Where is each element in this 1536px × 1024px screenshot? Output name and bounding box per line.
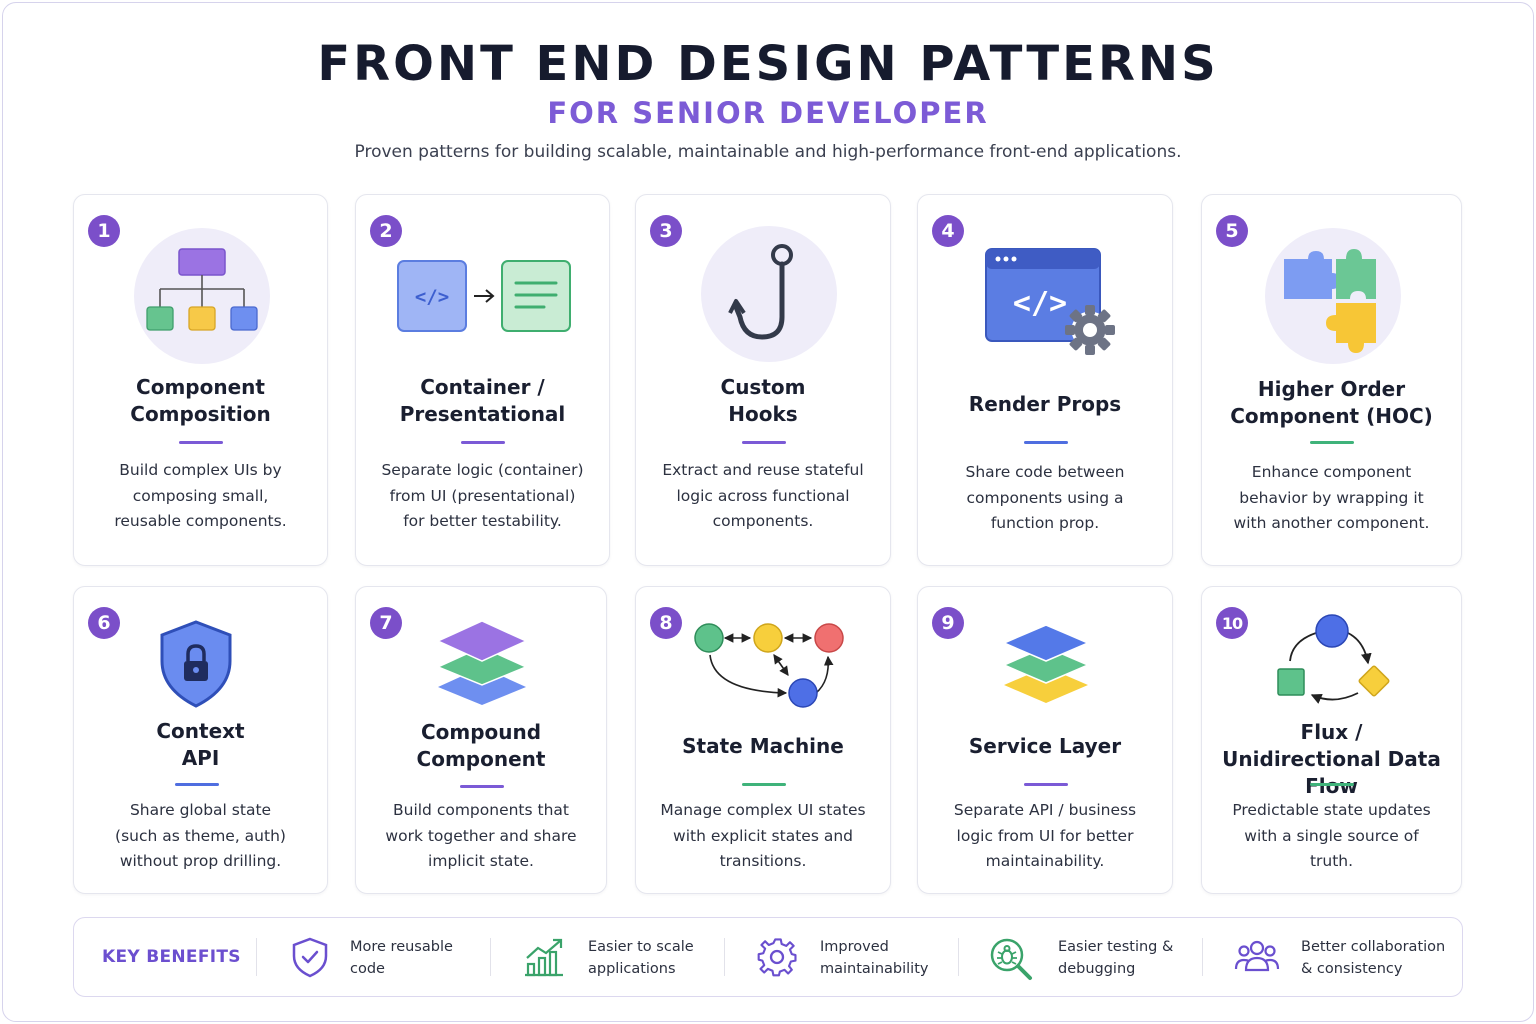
key-benefits-label: KEY BENEFITS	[102, 947, 241, 967]
benefit-text: More reusable code	[350, 939, 453, 977]
card-title: Flux / Unidirectional Data Flow	[1222, 720, 1441, 798]
page-tagline: Proven patterns for building scalable, m…	[354, 142, 1182, 162]
divider	[256, 938, 257, 976]
divider	[958, 938, 959, 976]
card-title: Component Composition	[130, 375, 271, 426]
card-description: Build components that work together and …	[385, 801, 577, 870]
gear-icon	[757, 938, 797, 977]
card-title: Render Props	[968, 392, 1122, 416]
pattern-card-service-layer: 9 Service Layer Separate API / business …	[917, 586, 1173, 894]
shield-check-icon	[292, 937, 328, 978]
bug-search-icon	[990, 938, 1032, 980]
hook-icon	[701, 226, 837, 362]
pattern-card-render-props: 4 </> Render Props Share code between co…	[917, 194, 1173, 566]
pattern-card-state-machine: 8 State Machine Manage complex UI states…	[635, 586, 891, 894]
card-description: Extract and reuse stateful logic across …	[662, 461, 864, 530]
card-underline	[1310, 783, 1354, 786]
benefit-text: Easier to scale applications	[588, 939, 694, 977]
card-title: Compound Component	[416, 720, 546, 771]
card-number: 1	[88, 215, 120, 247]
card-underline	[461, 441, 505, 444]
shield-lock-icon	[160, 620, 232, 708]
pattern-card-custom-hooks: 3 Custom Hooks Extract and reuse statefu…	[635, 194, 891, 566]
card-underline	[460, 785, 504, 788]
benefit-text: Easier testing & debugging	[1058, 939, 1174, 977]
card-underline	[742, 441, 786, 444]
pattern-card-hoc: 5 Higher Order Component (HOC) Enhance c…	[1201, 194, 1462, 566]
card-number: 3	[650, 215, 682, 247]
card-number: 7	[370, 607, 402, 639]
card-title: Higher Order Component (HOC)	[1230, 377, 1433, 428]
svg-text:</>: </>	[1013, 286, 1067, 321]
stack-icon	[1002, 624, 1090, 703]
page-title: FRONT END DESIGN PATTERNS	[317, 36, 1219, 92]
svg-text:</>: </>	[415, 286, 449, 308]
divider	[490, 938, 491, 976]
puzzle-icon	[1265, 228, 1401, 364]
benefit-text: Improved maintainability	[820, 939, 929, 977]
card-number: 4	[932, 215, 964, 247]
team-icon	[1234, 940, 1280, 972]
card-number: 6	[88, 607, 120, 639]
divider	[724, 938, 725, 976]
card-underline	[742, 783, 786, 786]
card-underline	[1024, 783, 1068, 786]
card-underline	[1310, 441, 1354, 444]
card-underline	[175, 783, 219, 786]
card-number: 9	[932, 607, 964, 639]
card-description: Share global state (such as theme, auth)…	[115, 801, 286, 870]
pattern-card-compound-component: 7 Compound Component Build components th…	[355, 586, 607, 894]
card-title: Custom Hooks	[720, 375, 806, 426]
key-benefits-bar: KEY BENEFITS More reusable code Easier t…	[73, 917, 1463, 997]
card-description: Build complex UIs by composing small, re…	[114, 461, 287, 530]
benefit-text: Better collaboration & consistency	[1301, 939, 1446, 977]
pattern-card-component-composition: 1 Component Composition Build complex UI…	[73, 194, 328, 566]
card-number: 5	[1216, 215, 1248, 247]
card-title: State Machine	[682, 734, 844, 758]
card-title: Container / Presentational	[399, 375, 566, 426]
cycle-flow-icon	[1277, 614, 1390, 704]
code-window-gear-icon: </>	[985, 248, 1115, 355]
page-subtitle: FOR SENIOR DEVELOPER	[547, 96, 989, 130]
card-description: Share code between components using a fu…	[965, 463, 1125, 532]
card-underline	[1024, 441, 1068, 444]
card-title: Context API	[156, 719, 245, 770]
hierarchy-icon	[134, 228, 270, 364]
pattern-card-flux: 10 Flux / Unidirectional Data Flow Predi…	[1201, 586, 1462, 894]
divider	[1202, 938, 1203, 976]
card-description: Predictable state updates with a single …	[1232, 801, 1431, 870]
layers-icon	[436, 620, 528, 705]
card-description: Separate logic (container) from UI (pres…	[381, 461, 584, 530]
pattern-card-container-presentational: 2 </> Container / Presentational Separat…	[355, 194, 610, 566]
card-underline	[179, 441, 223, 444]
card-number: 10	[1216, 607, 1248, 639]
card-number: 8	[650, 607, 682, 639]
card-description: Separate API / business logic from UI fo…	[953, 801, 1137, 870]
state-graph-icon	[694, 623, 844, 708]
card-title: Service Layer	[968, 734, 1122, 758]
card-number: 2	[370, 215, 402, 247]
pattern-card-context-api: 6 Context API Share global state (such a…	[73, 586, 328, 894]
card-description: Enhance component behavior by wrapping i…	[1233, 463, 1430, 532]
growth-chart-icon	[525, 938, 563, 977]
card-description: Manage complex UI states with explicit s…	[660, 801, 866, 870]
code-to-document-icon: </>	[397, 260, 571, 332]
